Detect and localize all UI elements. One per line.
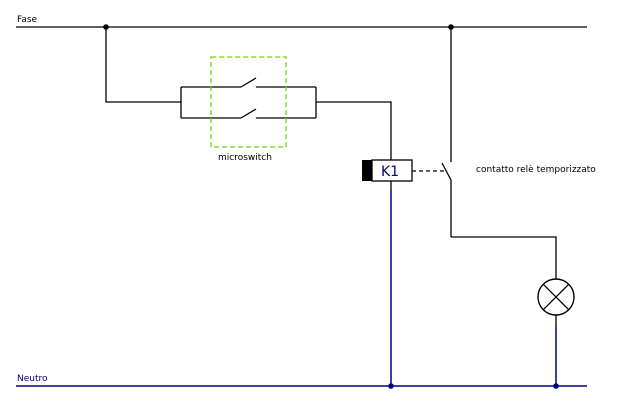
timed-contact-label: contatto relè temporizzato <box>476 164 596 175</box>
neutral-junction-relay <box>388 383 394 389</box>
relay-k1: K1 <box>362 159 413 182</box>
microswitch <box>180 56 317 148</box>
lamp-cross-2 <box>542 283 570 311</box>
timed-contact-blade <box>441 162 452 181</box>
microswitch-label: microswitch <box>218 153 272 163</box>
wire-contact-to-lamp <box>451 236 557 279</box>
wire-microswitch-to-relay <box>316 101 392 160</box>
neutral-label: Neutro <box>17 374 48 384</box>
timed-contact <box>441 27 452 237</box>
neutral-junction-lamp <box>553 383 559 389</box>
switch-2-blade <box>240 108 257 119</box>
microswitch-group-border <box>210 56 287 148</box>
phase-label: Fase <box>17 15 38 25</box>
lamp <box>537 278 575 316</box>
switch-1-blade <box>240 77 257 88</box>
wire-phase-to-microswitch <box>105 27 181 103</box>
relay-label: K1 <box>381 164 399 180</box>
relay-coil-marker <box>362 160 372 181</box>
